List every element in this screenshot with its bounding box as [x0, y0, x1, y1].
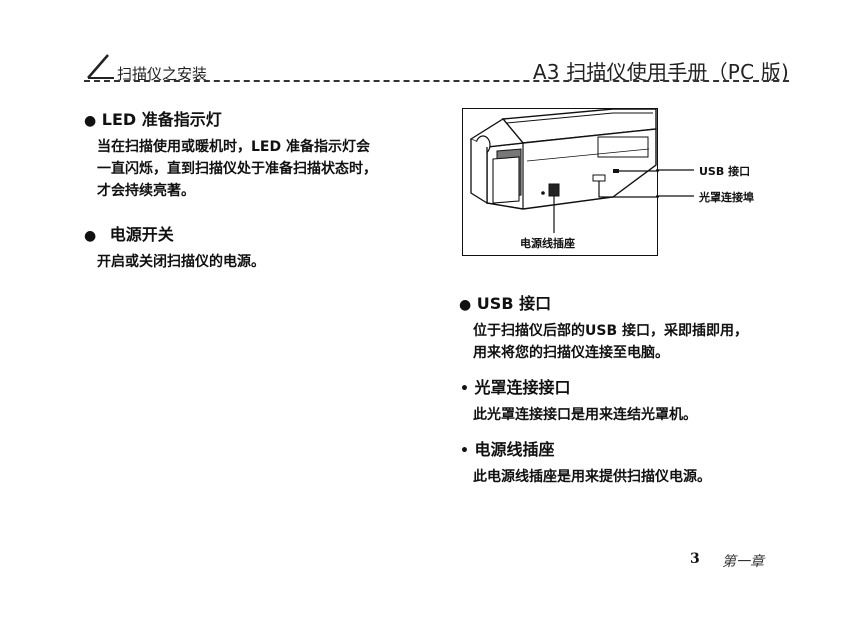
led-line-1: 当在扫描使用或暖机时，LED 准备指示灯会 [97, 139, 370, 155]
power-switch-title: 电源开关 [109, 225, 174, 244]
bullet-dot: ● [84, 113, 97, 129]
light-port-section: • 光罩连接接口 此光罩连接接口是用来连结光罩机。 [460, 374, 830, 426]
chapter-label: 第一章 [722, 554, 764, 570]
power-socket-section: • 电源线插座 此电源线插座是用来提供扫描仪电源。 [460, 436, 830, 488]
led-line-3: 才会持续亮著。 [97, 183, 195, 199]
chapter-corner-icon [87, 54, 114, 79]
usb-section: ● USB 接口 位于扫描仪后部的USB 接口，采即插即用， 用来将您的扫描仪连… [459, 290, 829, 364]
light-port-label: 光罩连接埠 [699, 191, 754, 204]
power-socket-heading: • 电源线插座 [460, 436, 830, 460]
power-switch-heading: ● 电源开关 [84, 221, 444, 245]
bullet-dot: • [460, 443, 469, 459]
power-socket-description: 此电源线插座是用来提供扫描仪电源。 [473, 466, 830, 488]
header-divider [84, 80, 789, 82]
led-title: LED 准备指示灯 [101, 110, 222, 129]
usb-title: USB 接口 [476, 294, 552, 313]
scanner-illustration [469, 109, 659, 233]
led-section: ● LED 准备指示灯 当在扫描使用或暖机时，LED 准备指示灯会 一直闪烁，直… [84, 106, 444, 202]
bullet-dot: ● [84, 228, 97, 244]
led-line-2: 一直闪烁，直到扫描仪处于准备扫描状态时， [97, 161, 377, 177]
usb-heading: ● USB 接口 [459, 290, 829, 314]
scanner-rear-figure: 电源线插座 [462, 108, 659, 256]
power-socket-line-1: 此电源线插座是用来提供扫描仪电源。 [473, 469, 711, 485]
usb-line-2: 用来将您的扫描仪连接至电脑。 [473, 345, 669, 361]
led-description: 当在扫描使用或暖机时，LED 准备指示灯会 一直闪烁，直到扫描仪处于准备扫描状态… [97, 136, 444, 202]
usb-port-label: USB 接口 [699, 165, 751, 178]
usb-line-1: 位于扫描仪后部的USB 接口，采即插即用， [473, 323, 748, 339]
page-number: 3 [690, 551, 700, 567]
light-port-description: 此光罩连接接口是用来连结光罩机。 [473, 404, 830, 426]
usb-description: 位于扫描仪后部的USB 接口，采即插即用， 用来将您的扫描仪连接至电脑。 [473, 320, 829, 364]
section-title: 扫描仪之安装 [117, 65, 208, 83]
light-port-line-1: 此光罩连接接口是用来连结光罩机。 [473, 407, 697, 423]
light-port-heading: • 光罩连接接口 [460, 374, 830, 398]
bullet-dot: • [460, 381, 469, 397]
callout-lines [656, 169, 694, 197]
power-switch-line-1: 开启或关闭扫描仪的电源。 [97, 254, 265, 270]
power-switch-section: ● 电源开关 开启或关闭扫描仪的电源。 [84, 221, 444, 273]
bullet-dot: ● [459, 297, 472, 313]
power-switch-description: 开启或关闭扫描仪的电源。 [97, 251, 444, 273]
led-heading: ● LED 准备指示灯 [84, 106, 444, 130]
power-socket-label: 电源线插座 [520, 237, 575, 250]
power-socket-title: 电源线插座 [474, 440, 555, 459]
light-port-title: 光罩连接接口 [474, 378, 571, 397]
